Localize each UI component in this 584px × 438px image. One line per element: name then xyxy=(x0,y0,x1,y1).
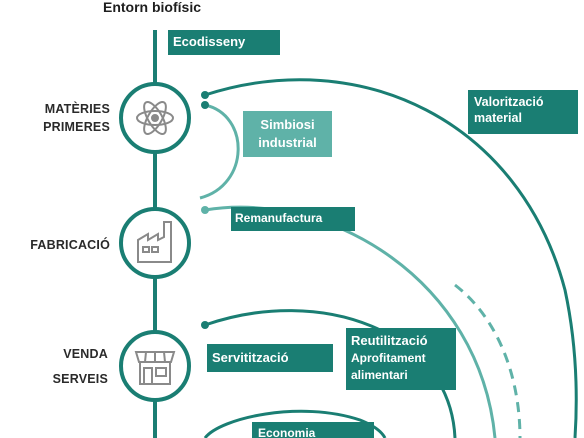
loop-dot xyxy=(201,91,209,99)
tag-ecodisseny: Ecodisseny xyxy=(168,30,280,55)
reutilitzacio-label: Reutilització xyxy=(351,333,428,348)
loop-dot xyxy=(201,101,209,109)
stage-label-fabricacio: FABRICACIÓ xyxy=(30,238,110,252)
stage-node-materies xyxy=(119,82,191,154)
atom-icon xyxy=(136,101,174,135)
tag-economia: Economia xyxy=(252,422,374,438)
tag-simbiosi-industrial: Simbiosi industrial xyxy=(243,111,332,157)
stage-node-venda xyxy=(119,330,191,402)
aprofitament-label: Aprofitament alimentari xyxy=(351,350,426,382)
valoritzacio-loop xyxy=(204,78,578,438)
loop-dot xyxy=(201,206,209,214)
dashed-loop xyxy=(454,283,522,438)
stage-label-venda: VENDA SERVEIS xyxy=(52,347,108,386)
factory-icon xyxy=(137,221,172,263)
stage-node-fabricacio xyxy=(119,207,191,279)
economia-loop xyxy=(203,409,387,438)
tag-remanufactura: Remanufactura xyxy=(231,207,355,231)
stage-label-materies: MATÈRIES PRIMERES xyxy=(43,102,110,135)
servititzacio-loop xyxy=(204,309,457,438)
loop-dot xyxy=(201,321,209,329)
tag-valoritzacio-material: Valorització material xyxy=(468,90,578,134)
diagram-title: Entorn biofísic xyxy=(103,0,201,15)
tag-reutilitzacio: Reutilització Aprofitament alimentari xyxy=(346,328,456,390)
simbiosi-loop xyxy=(199,103,240,200)
shop-icon xyxy=(134,351,176,385)
tag-servititzacio: Servitització xyxy=(207,344,333,372)
remanufactura-loop xyxy=(204,205,497,438)
